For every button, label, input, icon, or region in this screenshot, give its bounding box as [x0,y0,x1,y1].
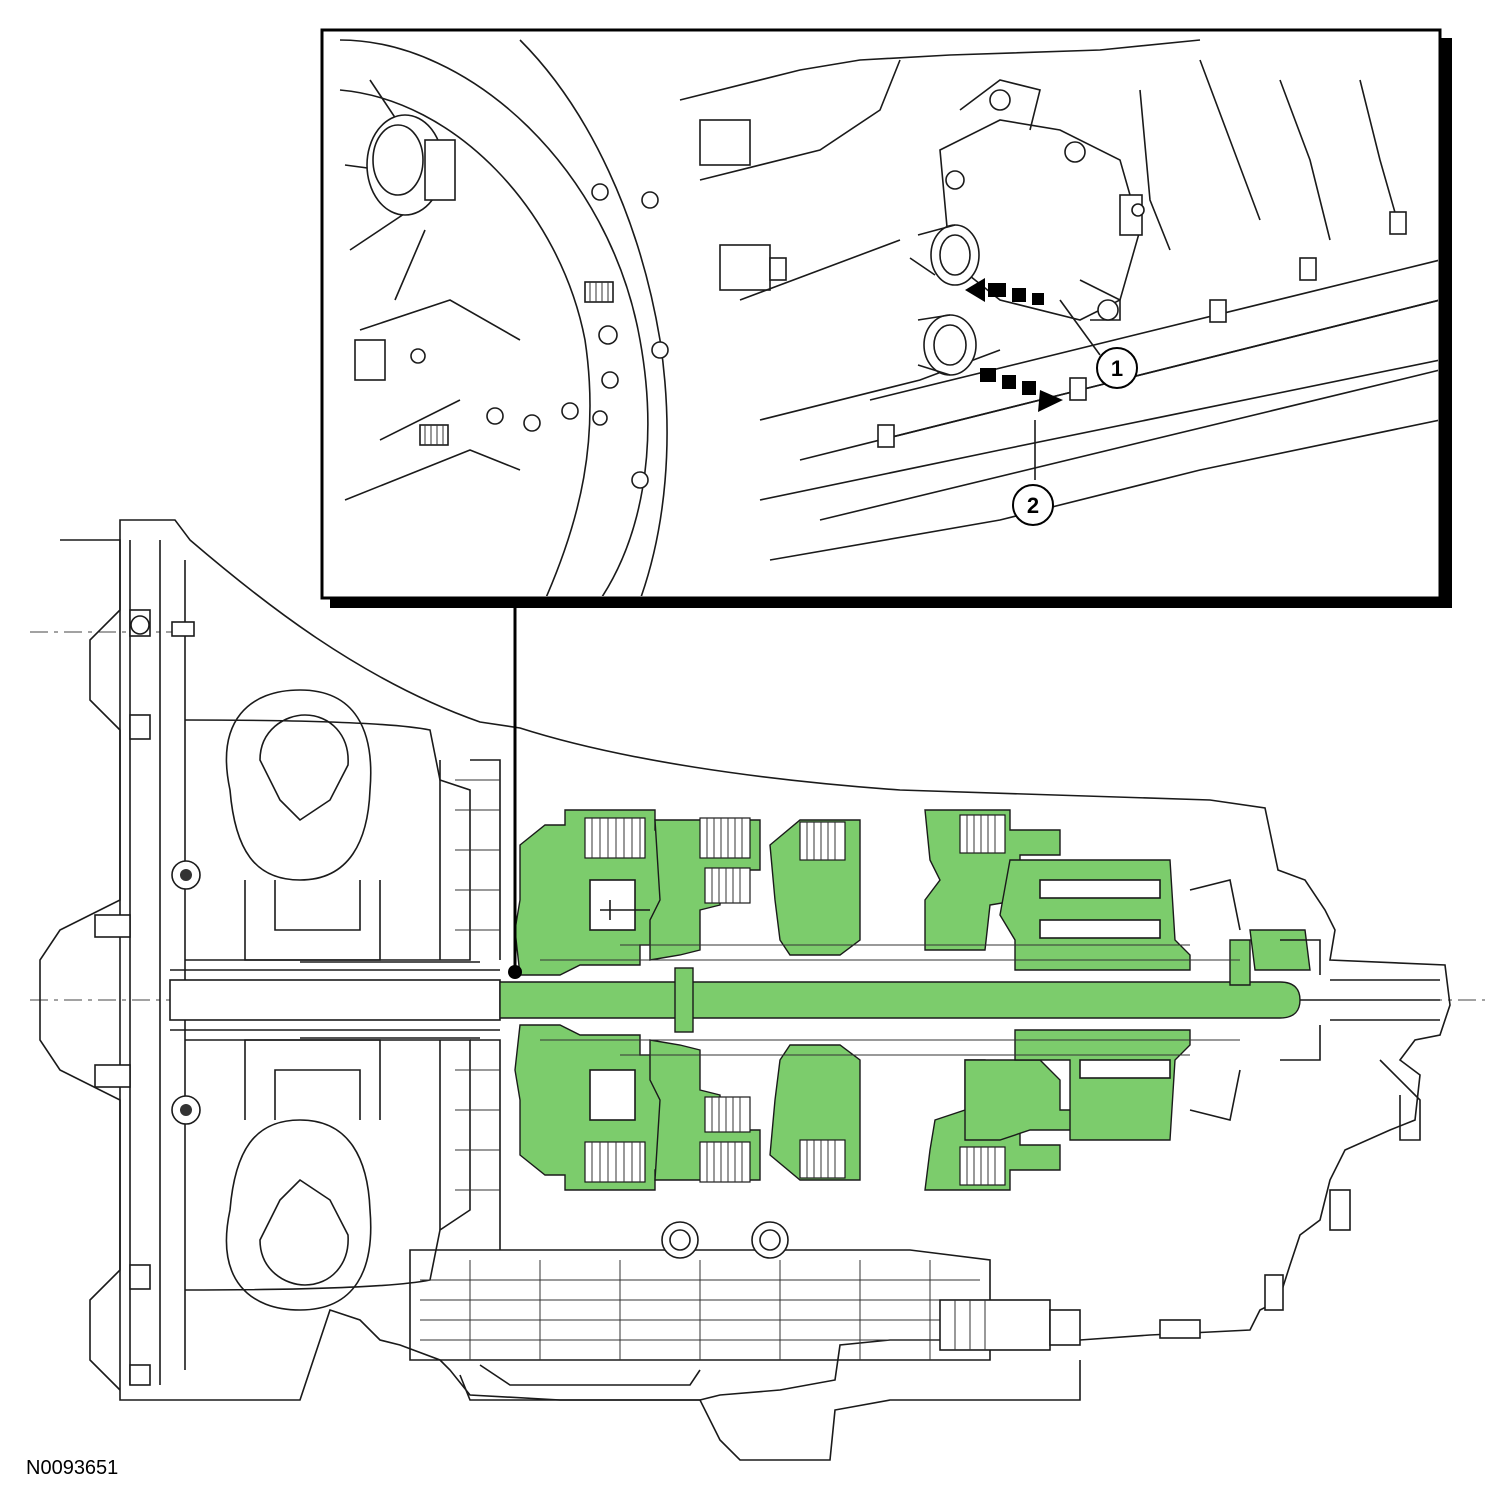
pump-hatching-upper [455,779,500,931]
inset-frame [320,28,1442,600]
flexplate-bolt-holes [410,183,669,489]
callout-2: 2 [1012,484,1054,526]
clutch-pack-4-lower [799,1139,846,1179]
oil-pan-inner [479,1364,701,1386]
flexplate-hub [366,114,456,216]
cooler-fitting-body [939,79,1145,321]
park-gear-upper [1229,939,1251,986]
dashed-arrow-left-icon [965,278,1044,305]
dashed-arrow-right-icon [980,368,1063,412]
svg-text:2: 2 [1027,493,1039,518]
clutch-pack-3-lower [704,1096,751,1133]
studs [419,281,614,446]
torque-converter-front [39,539,121,1391]
clutch-pack-1-upper [584,817,646,859]
stator-support [300,961,480,1039]
clutch-pack-1-lower [584,1141,646,1183]
torque-converter-torus-lower [225,1119,372,1311]
shaft-collar-green [674,967,694,1033]
transmission-case-outline [119,519,1451,1401]
inset-artwork [339,39,1438,596]
callout-1: 1 [1096,347,1138,389]
rear-drum-upper [999,859,1191,971]
solenoid-body [939,1299,1081,1351]
planet-gears [589,879,1171,1121]
input-shaft-bearing [170,969,500,1031]
flexplate-arc-outer [339,39,649,596]
bracket-top [699,119,751,166]
input-shaft [169,979,501,1021]
torus-inner-lower [259,1178,349,1286]
torus-hub-upper [244,880,381,961]
inset-leader-dot [508,965,522,979]
svg-text:1: 1 [1111,356,1123,381]
torus-hub-lower [244,1039,381,1120]
extension-housing [1189,879,1440,1141]
pan-rail-bolts [769,211,1407,448]
clutch-pack-2-upper [699,817,751,859]
output-hub-upper [1249,929,1311,971]
converter-housing [184,719,471,1291]
rear-bolts [1159,1189,1351,1339]
rear-seal [1280,939,1321,1061]
clutch-pack-5-lower [959,1146,1006,1186]
internal-lines [540,944,1240,1056]
callout-1-leader [1059,299,1101,356]
pump-housing [439,759,501,1250]
oil-pan [459,1360,1081,1461]
clutch-pack-2-lower [699,1141,751,1183]
rear-drum-lower [1014,1029,1191,1141]
detail-inset: 1 2 [320,28,1452,608]
flexplate-arc-mid [339,89,591,596]
highlighted-geartrain [499,809,1311,1191]
front-bolts [94,609,201,1386]
bell-housing-flange [129,540,186,1385]
cooler-port-lower [917,314,977,376]
bracket-mid [719,244,771,291]
bracket-left [354,339,386,381]
torque-converter-torus-upper [225,689,372,881]
figure-reference-code: N0093651 [26,1457,118,1479]
torus-inner-upper [259,714,349,822]
clutch-pack-3-upper [704,867,751,904]
main-shaft-green [499,981,1301,1019]
pump-hatching-lower [455,1069,500,1191]
case-ribs [1139,59,1401,251]
clutch-pack-5-upper [959,814,1006,854]
flexplate-arc-inner [519,39,668,596]
clutch-pack-4-upper [799,821,846,861]
transmission-cross-section: N0093651 [26,519,1485,1479]
cooler-port-upper [909,224,980,286]
case-pan-rail [869,259,1438,441]
